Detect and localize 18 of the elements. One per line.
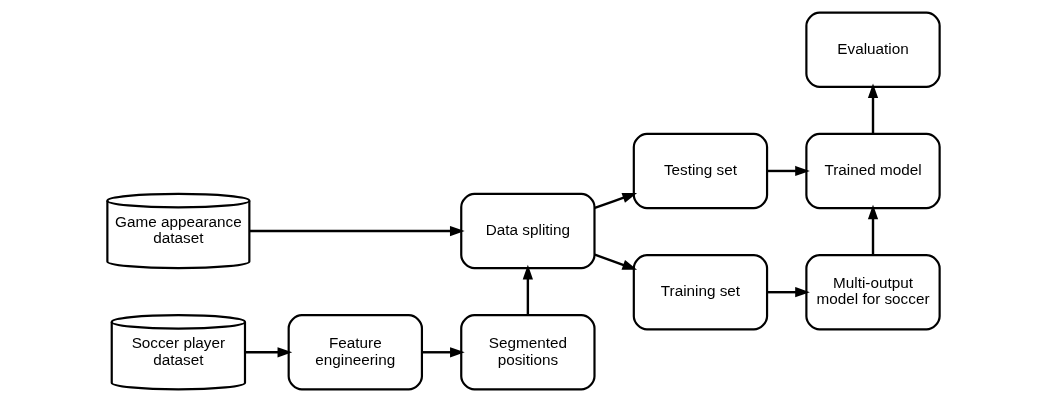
arrow (594, 192, 638, 209)
node-box: Data spliting (460, 192, 596, 270)
arrow (249, 225, 465, 237)
arrow (767, 287, 810, 298)
node-box: Feature engineering (287, 314, 423, 391)
node-box: Trained model (805, 132, 941, 210)
arrow (867, 83, 879, 134)
node-box: Evaluation (805, 11, 941, 88)
node-box: Multi-output model for soccer (805, 253, 941, 331)
arrow (245, 347, 293, 358)
arrow (422, 347, 465, 358)
arrow (867, 204, 879, 255)
node-box: Segmented positions (460, 314, 596, 391)
node-box: Training set (632, 253, 769, 331)
arrow (594, 253, 638, 270)
node-box: Testing set (632, 132, 769, 210)
arrow (767, 165, 810, 177)
arrow (522, 264, 533, 315)
